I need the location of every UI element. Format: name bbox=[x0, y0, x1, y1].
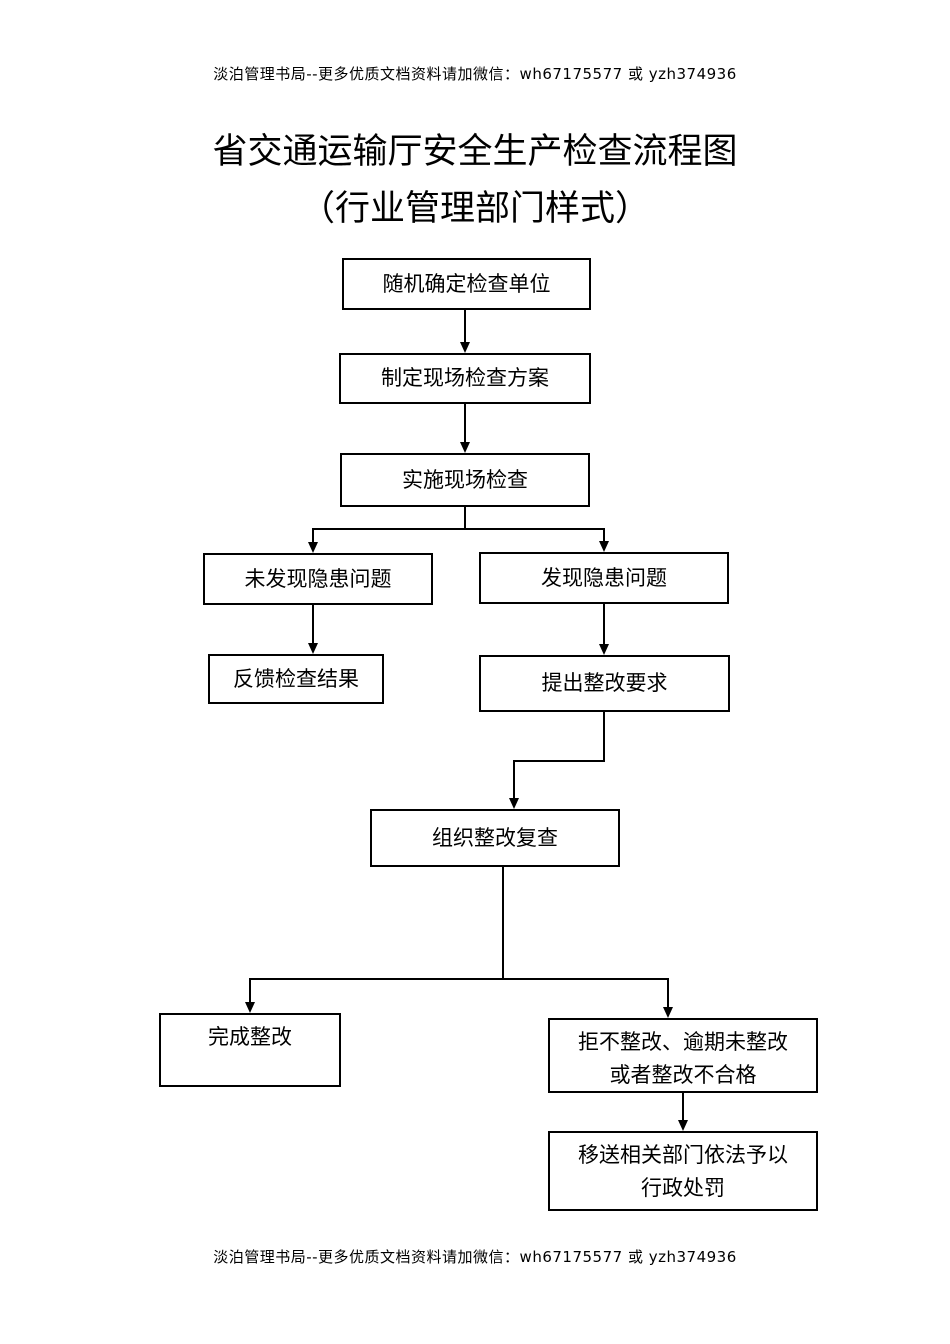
flow-node-label: 完成整改 bbox=[208, 1025, 292, 1049]
connector-line bbox=[603, 528, 605, 541]
flow-node-label-line-2: 或者整改不合格 bbox=[609, 1063, 757, 1087]
flow-node-label: 提出整改要求 bbox=[541, 671, 668, 695]
connector-line bbox=[249, 978, 251, 1002]
flow-node-label-line-2: 行政处罚 bbox=[641, 1176, 725, 1200]
arrowhead-down-icon bbox=[663, 1007, 673, 1018]
arrowhead-down-icon bbox=[678, 1120, 688, 1131]
flow-node-no-hazard: 未发现隐患问题 bbox=[203, 553, 433, 605]
connector-line bbox=[464, 309, 466, 342]
flow-node-make-plan: 制定现场检查方案 bbox=[339, 353, 591, 404]
connector-line bbox=[312, 528, 314, 542]
flow-node-label: 反馈检查结果 bbox=[233, 666, 359, 691]
arrowhead-down-icon bbox=[308, 542, 318, 553]
flow-node-label: 实施现场检查 bbox=[402, 467, 528, 492]
connector-line bbox=[464, 403, 466, 442]
arrowhead-down-icon bbox=[599, 541, 609, 552]
footer-note: 淡泊管理书局--更多优质文档资料请加微信：wh67175577 或 yzh374… bbox=[213, 1248, 737, 1266]
page-title-line-2: （行业管理部门样式） bbox=[299, 189, 650, 229]
arrowhead-down-icon bbox=[509, 798, 519, 809]
flow-node-label-line-1: 移送相关部门依法予以 bbox=[578, 1143, 788, 1167]
connector-line bbox=[312, 605, 314, 643]
arrowhead-down-icon bbox=[308, 643, 318, 654]
connector-line bbox=[464, 506, 466, 528]
flow-node-conduct-inspection: 实施现场检查 bbox=[340, 453, 590, 507]
connector-line bbox=[603, 604, 605, 644]
flow-node-transfer-punish: 移送相关部门依法予以 行政处罚 bbox=[548, 1131, 818, 1211]
connector-line bbox=[513, 760, 605, 762]
flow-node-label: 组织整改复查 bbox=[432, 825, 558, 850]
flow-node-require-rectification: 提出整改要求 bbox=[479, 655, 730, 712]
connector-line bbox=[502, 867, 504, 978]
page-title: 省交通运输厅安全生产检查流程图 （行业管理部门样式） bbox=[0, 124, 950, 238]
flow-node-label: 随机确定检查单位 bbox=[382, 271, 551, 296]
flow-node-label-line-1: 拒不整改、逾期未整改 bbox=[578, 1030, 788, 1054]
flow-node-label: 发现隐患问题 bbox=[541, 565, 667, 590]
connector-line bbox=[603, 712, 605, 760]
flow-node-refuse-rectify: 拒不整改、逾期未整改 或者整改不合格 bbox=[548, 1018, 818, 1093]
connector-line bbox=[667, 978, 669, 1007]
connector-line bbox=[513, 760, 515, 798]
flow-node-label: 未发现隐患问题 bbox=[244, 566, 392, 591]
flow-node-rectification-done: 完成整改 bbox=[159, 1013, 341, 1087]
connector-line bbox=[312, 528, 605, 530]
page-title-line-1: 省交通运输厅安全生产检查流程图 bbox=[212, 132, 738, 172]
flow-node-organize-review: 组织整改复查 bbox=[370, 809, 620, 867]
header-note: 淡泊管理书局--更多优质文档资料请加微信：wh67175577 或 yzh374… bbox=[213, 65, 737, 83]
flow-node-label: 制定现场检查方案 bbox=[381, 366, 549, 390]
connector-line bbox=[249, 978, 669, 980]
arrowhead-down-icon bbox=[460, 342, 470, 353]
arrowhead-down-icon bbox=[599, 644, 609, 655]
flow-node-hazard-found: 发现隐患问题 bbox=[479, 552, 729, 604]
arrowhead-down-icon bbox=[245, 1002, 255, 1013]
flow-node-random-select: 随机确定检查单位 bbox=[342, 258, 591, 310]
arrowhead-down-icon bbox=[460, 442, 470, 453]
connector-line bbox=[682, 1093, 684, 1120]
flow-node-feedback-result: 反馈检查结果 bbox=[208, 654, 384, 704]
